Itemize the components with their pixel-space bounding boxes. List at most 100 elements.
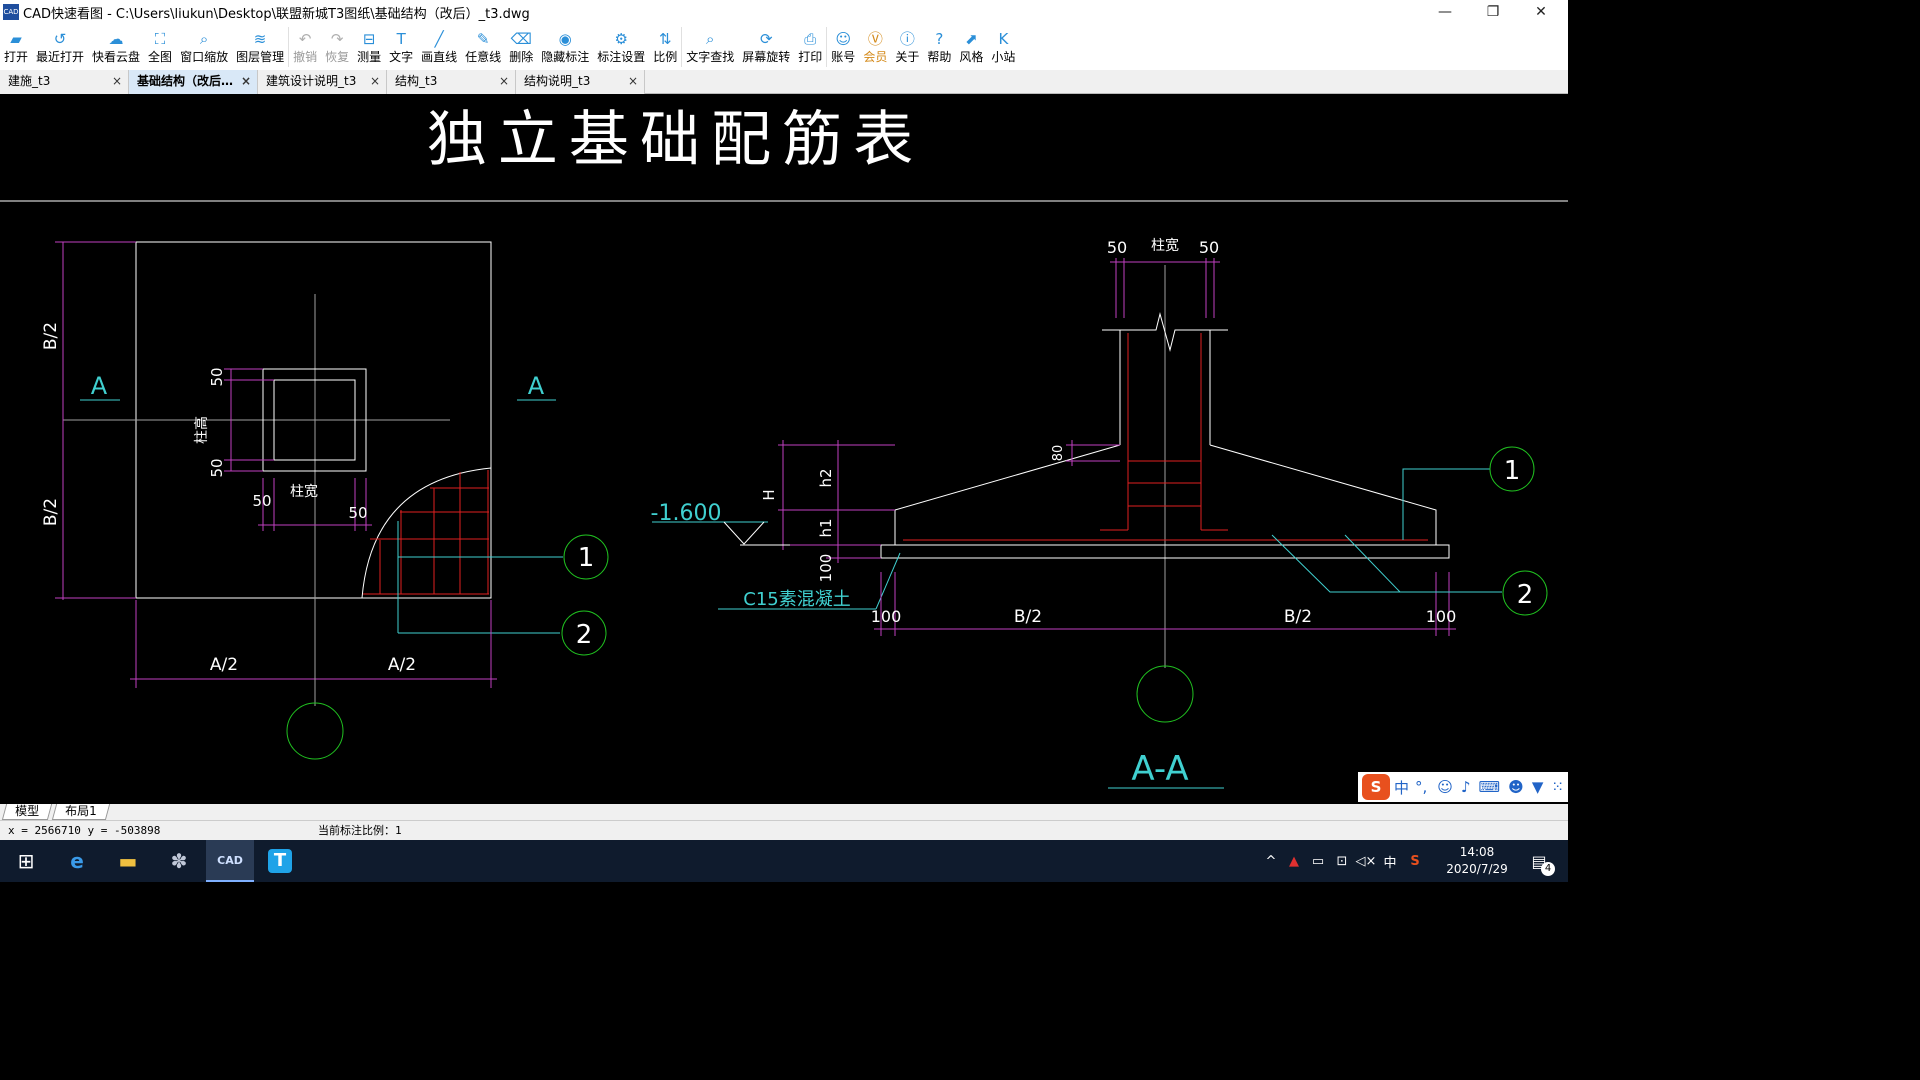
column-inner bbox=[273, 379, 356, 461]
layout-tab-label: 模型 bbox=[15, 804, 40, 818]
user-icon[interactable]: ☻ bbox=[1508, 778, 1524, 796]
tab-close-icon[interactable]: × bbox=[498, 74, 509, 88]
toolbar-line-label: 画直线 bbox=[421, 50, 458, 64]
tab-close-icon[interactable]: × bbox=[111, 74, 122, 88]
keyboard-icon[interactable]: ⌨ bbox=[1478, 778, 1501, 796]
toolbar-rotate-label: 屏幕旋转 bbox=[742, 50, 791, 64]
battery-icon[interactable]: ▭ bbox=[1311, 853, 1325, 869]
file-explorer-icon[interactable]: ▬ bbox=[118, 849, 138, 873]
ime-toolbar[interactable]: S 中 °, ☺ ♪ ⌨ ☻ ▼ ⁙ bbox=[1358, 772, 1568, 802]
toolbar-redo-label: 恢复 bbox=[325, 50, 350, 64]
help-icon: ? bbox=[935, 30, 944, 48]
windows-start-icon[interactable]: ⊞ bbox=[17, 849, 35, 873]
cad-app-icon[interactable]: CAD bbox=[206, 840, 254, 882]
tab-close-icon[interactable]: × bbox=[240, 74, 251, 88]
system-tray: ^ ▲ ▭ ⊡ ◁× 中 S bbox=[1260, 840, 1428, 882]
settings-icon: ⚙ bbox=[614, 30, 628, 48]
callout-1-plan-text: 1 bbox=[578, 543, 595, 573]
dim-b-half-section-right: B/2 bbox=[1284, 607, 1312, 627]
document-tab[interactable]: 基础结构（改后…× bbox=[129, 70, 258, 94]
toolbar-layers-label: 图层管理 bbox=[236, 50, 285, 64]
tray-app-icon[interactable]: ▲ bbox=[1289, 853, 1299, 869]
dim-50-section-right: 50 bbox=[1199, 238, 1219, 257]
close-button[interactable]: ✕ bbox=[1535, 4, 1547, 20]
toolbar-separator bbox=[826, 27, 828, 67]
rebar-grid-plan bbox=[363, 470, 489, 595]
toolbar-account-label: 账号 bbox=[831, 50, 856, 64]
network-icon[interactable]: ⊡ bbox=[1336, 853, 1348, 869]
app-fan-icon[interactable]: ✽ bbox=[170, 849, 188, 873]
toolbar-window-zoom-button[interactable]: ⌕窗口缩放 bbox=[176, 24, 232, 70]
label-100-blinding: 100 bbox=[817, 554, 835, 583]
ime-punct[interactable]: °, bbox=[1415, 778, 1428, 796]
emoji-icon[interactable]: ☺ bbox=[1437, 778, 1453, 796]
mic-icon[interactable]: ♪ bbox=[1460, 778, 1471, 796]
axis-bubble-section bbox=[1136, 665, 1194, 723]
toolbar-help-button[interactable]: ?帮助 bbox=[923, 24, 955, 70]
toolbar-cloud-button[interactable]: ☁快看云盘 bbox=[88, 24, 144, 70]
grid-icon[interactable]: ⁙ bbox=[1551, 778, 1564, 796]
toolbar-print-button[interactable]: ⎙打印 bbox=[794, 24, 826, 70]
toolbar-fullview-label: 全图 bbox=[148, 50, 173, 64]
dim-80: 80 bbox=[1051, 445, 1066, 462]
sogou-icon[interactable]: S bbox=[1362, 774, 1390, 800]
tab-close-icon[interactable]: × bbox=[627, 74, 638, 88]
notification-count: 4 bbox=[1541, 862, 1555, 876]
document-tab[interactable]: 结构说明_t3× bbox=[516, 70, 645, 94]
skin-icon[interactable]: ▼ bbox=[1531, 778, 1544, 796]
document-tab[interactable]: 结构_t3× bbox=[387, 70, 516, 94]
toolbar-delete-button[interactable]: ⌫删除 bbox=[505, 24, 537, 70]
fullview-icon: ⛶ bbox=[154, 30, 166, 48]
tray-chevron-icon[interactable]: ^ bbox=[1265, 853, 1277, 869]
toolbar-annot-settings-button[interactable]: ⚙标注设置 bbox=[593, 24, 649, 70]
toolbar-open-button[interactable]: ▰打开 bbox=[0, 24, 32, 70]
toolbar-hide-annot-button[interactable]: ◉隐藏标注 bbox=[537, 24, 593, 70]
t-app-icon[interactable]: T bbox=[256, 840, 304, 882]
toolbar-rotate-button[interactable]: ⟳屏幕旋转 bbox=[738, 24, 794, 70]
tab-close-icon[interactable]: × bbox=[369, 74, 380, 88]
dim-50-top: 50 bbox=[208, 367, 226, 386]
layout-tab-label: 布局1 bbox=[65, 804, 97, 818]
toolbar-layers-button[interactable]: ≋图层管理 bbox=[232, 24, 288, 70]
edge-icon[interactable]: e bbox=[70, 849, 84, 873]
toolbar-recent-button[interactable]: ↺最近打开 bbox=[32, 24, 88, 70]
toolbar-find-text-button[interactable]: ⌕文字查找 bbox=[682, 24, 738, 70]
maximize-button[interactable]: ❐ bbox=[1486, 4, 1500, 20]
toolbar-line-button[interactable]: ╱画直线 bbox=[417, 24, 461, 70]
dim-a-half-left: A/2 bbox=[210, 655, 238, 675]
dim-b-half-bottom: B/2 bbox=[41, 498, 61, 526]
tray-lang[interactable]: 中 bbox=[1383, 855, 1397, 871]
minimize-button[interactable]: — bbox=[1438, 4, 1452, 20]
eraser-icon: ⌫ bbox=[510, 30, 532, 48]
dim-b-half-top: B/2 bbox=[41, 322, 61, 350]
col-height-label: 柱高 bbox=[193, 416, 210, 444]
layout-tab[interactable]: 模型 bbox=[1, 804, 53, 820]
toolbar-style-button[interactable]: ⬈风格 bbox=[955, 24, 987, 70]
toolbar-scale-button[interactable]: ⇅ 比例 bbox=[649, 24, 681, 70]
drawing-canvas[interactable]: 独 立 基 础 配 筋 表 B/2 B/2 A A 50 50 柱高 50 bbox=[0, 94, 1568, 804]
toolbar-freeline-button[interactable]: ✎任意线 bbox=[461, 24, 505, 70]
document-tab[interactable]: 建筑设计说明_t3× bbox=[258, 70, 387, 94]
clock[interactable]: 14:08 2020/7/29 bbox=[1442, 840, 1512, 882]
toolbar-scale-label: 比例 bbox=[653, 50, 678, 64]
document-tab-label: 建施_t3 bbox=[8, 74, 51, 88]
toolbar-fullview-button[interactable]: ⛶ 全图 bbox=[144, 24, 176, 70]
callout-2-section bbox=[1502, 570, 1548, 616]
layout-tab[interactable]: 布局1 bbox=[51, 804, 110, 820]
toolbar-measure-button[interactable]: ⊟测量 bbox=[353, 24, 385, 70]
ime-lang[interactable]: 中 bbox=[1394, 778, 1410, 797]
document-tabs: 建施_t3×基础结构（改后…×建筑设计说明_t3×结构_t3×结构说明_t3× bbox=[0, 70, 1568, 94]
document-tab[interactable]: 建施_t3 × bbox=[0, 70, 129, 94]
tray-sogou-icon[interactable]: S bbox=[1410, 853, 1420, 869]
blinding-layer bbox=[880, 544, 1450, 559]
notification-center-icon[interactable]: ▤ 4 bbox=[1524, 840, 1555, 882]
volume-icon[interactable]: ◁× bbox=[1355, 853, 1377, 869]
scale-icon: ⇅ bbox=[658, 30, 672, 48]
toolbar-redo-button: ↷恢复 bbox=[321, 24, 353, 70]
toolbar-account-button[interactable]: ☺账号 bbox=[827, 24, 859, 70]
